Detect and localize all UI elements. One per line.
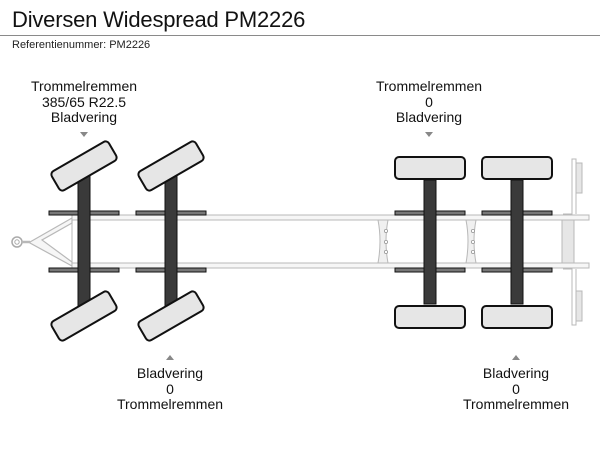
wheel-left: [481, 156, 553, 180]
axle-label-top-right: Trommelremmen 0 Bladvering: [349, 78, 509, 137]
page-title: Diversen Widespread PM2226: [12, 7, 306, 32]
rear-light: [575, 162, 583, 194]
axle-label-bottom-right: Bladvering 0 Trommelremmen: [436, 355, 596, 413]
arrow-up-icon: [512, 355, 520, 360]
brake-type: Trommelremmen: [375, 78, 483, 94]
axle-beam: [164, 174, 178, 308]
suspension-type: Bladvering: [136, 365, 204, 381]
drawbar: [11, 216, 73, 268]
tyre-size: 385/65 R22.5: [41, 93, 127, 110]
axle-label-bottom-left: Bladvering 0 Trommelremmen: [90, 355, 250, 413]
suspension-type: Bladvering: [395, 109, 463, 125]
axle: [135, 140, 207, 342]
axle-label-top-left: Trommelremmen 385/65 R22.5 Bladvering: [4, 78, 164, 137]
tyre-size: 0: [512, 380, 520, 397]
arrow-down-icon: [80, 131, 88, 137]
axle: [394, 156, 466, 329]
suspension-type: Bladvering: [482, 365, 550, 381]
tyre-size: 0: [425, 93, 433, 110]
wheel-left: [394, 156, 466, 180]
axles: [48, 140, 553, 342]
rear-light: [575, 290, 583, 322]
wheel-left: [50, 140, 118, 192]
brake-type: Trommelremmen: [30, 78, 138, 94]
arrow-up-icon: [166, 355, 174, 360]
brake-type: Trommelremmen: [462, 396, 570, 412]
wheel-right: [137, 290, 205, 342]
axle-beam: [510, 179, 524, 305]
wheel-right: [50, 290, 118, 342]
tyre-size: 0: [166, 380, 174, 397]
chassis-frame: [71, 158, 590, 326]
suspension-type: Bladvering: [50, 109, 118, 125]
arrow-down-icon: [425, 131, 433, 137]
title-divider: [0, 35, 600, 36]
axle: [48, 140, 120, 342]
wheel-right: [481, 305, 553, 329]
rear-bumper: [561, 219, 575, 264]
axle-beam: [423, 179, 437, 305]
wheel-left: [137, 140, 205, 192]
axle-beam: [77, 174, 91, 308]
axle: [481, 156, 553, 329]
wheel-right: [394, 305, 466, 329]
brake-type: Trommelremmen: [116, 396, 224, 412]
reference-number: Referentienummer: PM2226: [12, 39, 151, 51]
